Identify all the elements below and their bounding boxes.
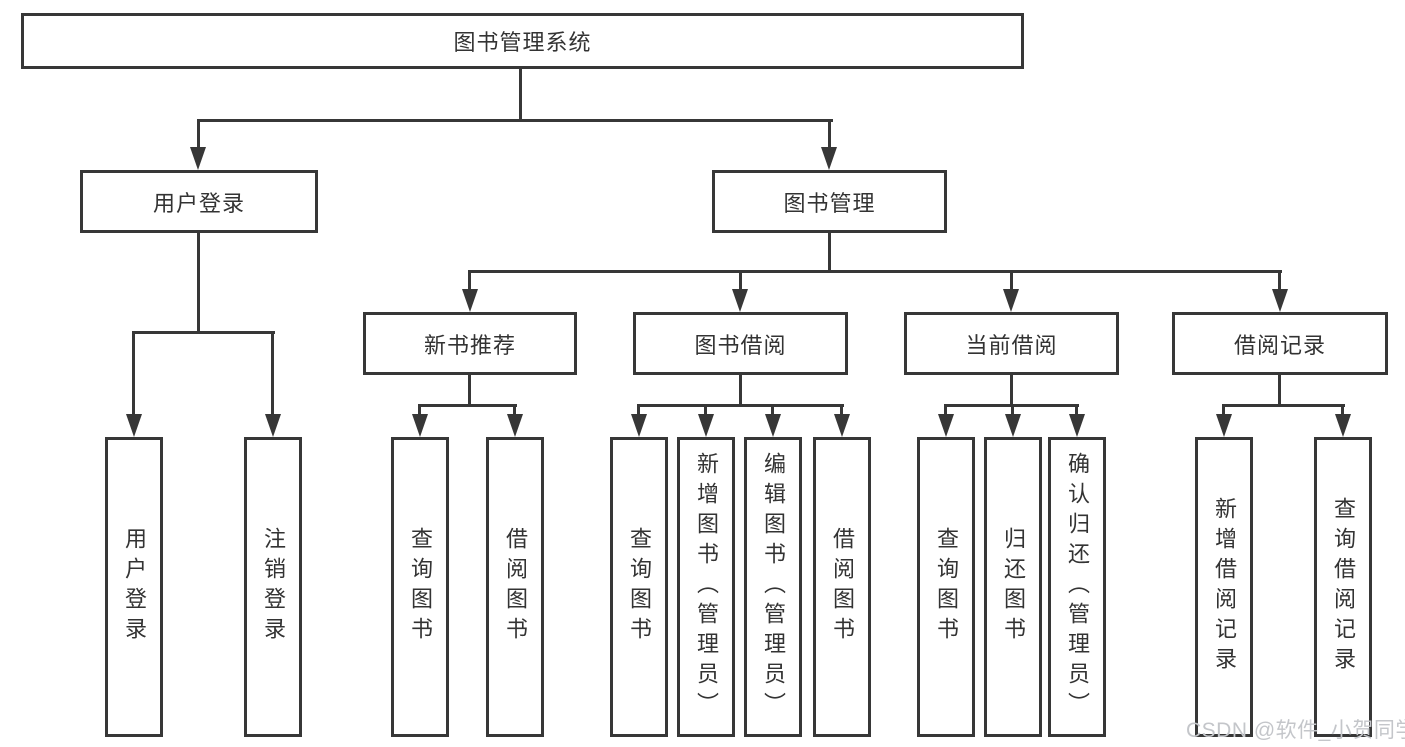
arrow-down-icon xyxy=(1335,414,1351,437)
arrow-down-icon xyxy=(462,289,478,312)
leaf-query-borrow-record: 查询借阅记录 xyxy=(1314,437,1372,737)
connector-arrow-stem xyxy=(271,331,274,415)
connector-arrow-stem xyxy=(1011,404,1014,416)
connector-arrow-stem xyxy=(1010,270,1013,291)
leaf-add-borrow-record-label: 新增借阅记录 xyxy=(1212,497,1237,677)
node-current-borrowing: 当前借阅 xyxy=(904,312,1119,375)
leaf-add-books-admin-label: 新增图书（管理员） xyxy=(694,452,719,722)
connector-arrow-stem xyxy=(944,404,947,416)
leaf-user-login-label: 用户登录 xyxy=(122,527,147,647)
connector-arrow-stem xyxy=(1278,270,1281,291)
leaf-confirm-return-admin: 确认归还（管理员） xyxy=(1048,437,1106,737)
leaf-return-books: 归还图书 xyxy=(984,437,1042,737)
connector-arrow-stem xyxy=(513,404,516,416)
connector-root-drop xyxy=(519,69,522,122)
connector-records-rail xyxy=(1222,404,1345,407)
leaf-borrow-books-recommend-label: 借阅图书 xyxy=(503,527,528,647)
leaf-borrow-books-recommend: 借阅图书 xyxy=(486,437,544,737)
node-root: 图书管理系统 xyxy=(21,13,1024,69)
arrow-down-icon xyxy=(1005,414,1021,437)
connector-currentborrow-drop xyxy=(1010,375,1013,407)
connector-arrow-stem xyxy=(840,404,843,416)
connector-newbook-rail xyxy=(418,404,517,407)
connector-arrow-stem xyxy=(418,404,421,416)
leaf-return-books-label: 归还图书 xyxy=(1001,527,1026,647)
arrow-down-icon xyxy=(265,414,281,437)
arrow-down-icon xyxy=(732,289,748,312)
arrow-down-icon xyxy=(1216,414,1232,437)
leaf-add-books-admin: 新增图书（管理员） xyxy=(677,437,735,737)
arrow-down-icon xyxy=(126,414,142,437)
connector-newbook-drop xyxy=(468,375,471,407)
connector-bookborrow-drop xyxy=(739,375,742,407)
arrow-down-icon xyxy=(1069,414,1085,437)
node-book-borrowing: 图书借阅 xyxy=(633,312,848,375)
leaf-query-books-current: 查询图书 xyxy=(917,437,975,737)
connector-userlogin-drop xyxy=(197,233,200,334)
arrow-down-icon xyxy=(412,414,428,437)
connector-level2-rail xyxy=(197,119,833,122)
leaf-query-books-current-label: 查询图书 xyxy=(934,527,959,647)
arrow-down-icon xyxy=(631,414,647,437)
node-new-book-recommendation-label: 新书推荐 xyxy=(423,332,516,358)
leaf-borrow-books: 借阅图书 xyxy=(813,437,871,737)
arrow-down-icon xyxy=(765,414,781,437)
connector-arrow-stem xyxy=(132,331,135,415)
leaf-edit-books-admin: 编辑图书（管理员） xyxy=(744,437,802,737)
arrow-down-icon xyxy=(1003,289,1019,312)
leaf-user-login: 用户登录 xyxy=(105,437,163,737)
arrow-down-icon xyxy=(507,414,523,437)
node-user-login: 用户登录 xyxy=(80,170,318,233)
arrow-down-icon xyxy=(698,414,714,437)
node-book-borrowing-label: 图书借阅 xyxy=(694,332,787,358)
leaf-query-books-recommend-label: 查询图书 xyxy=(408,527,433,647)
connector-arrow-stem xyxy=(1341,404,1344,416)
leaf-query-books-recommend: 查询图书 xyxy=(391,437,449,737)
node-book-management-label: 图书管理 xyxy=(783,190,876,216)
leaf-confirm-return-admin-label: 确认归还（管理员） xyxy=(1065,452,1090,722)
node-root-label: 图书管理系统 xyxy=(453,30,592,55)
connector-userlogin-rail xyxy=(132,331,275,334)
connector-arrow-stem xyxy=(739,270,742,291)
csdn-watermark: CSDN @软件_小贺同学 xyxy=(1186,719,1405,742)
connector-arrow-stem xyxy=(637,404,640,416)
node-borrowing-records: 借阅记录 xyxy=(1172,312,1388,375)
leaf-edit-books-admin-label: 编辑图书（管理员） xyxy=(761,452,786,722)
leaf-add-borrow-record: 新增借阅记录 xyxy=(1195,437,1253,737)
leaf-borrow-books-label: 借阅图书 xyxy=(830,527,855,647)
node-new-book-recommendation: 新书推荐 xyxy=(363,312,577,375)
node-borrowing-records-label: 借阅记录 xyxy=(1233,332,1326,358)
connector-bookborrow-rail xyxy=(637,404,844,407)
leaf-logout-label: 注销登录 xyxy=(261,527,286,647)
node-user-login-label: 用户登录 xyxy=(152,190,245,216)
connector-arrow-stem xyxy=(704,404,707,416)
leaf-query-borrow-record-label: 查询借阅记录 xyxy=(1331,497,1356,677)
connector-arrow-stem xyxy=(828,119,831,149)
arrow-down-icon xyxy=(938,414,954,437)
node-current-borrowing-label: 当前借阅 xyxy=(965,332,1058,358)
arrow-down-icon xyxy=(821,147,837,170)
connector-arrow-stem xyxy=(1222,404,1225,416)
arrow-down-icon xyxy=(1272,289,1288,312)
leaf-query-books-borrow: 查询图书 xyxy=(610,437,668,737)
leaf-query-books-borrow-label: 查询图书 xyxy=(627,527,652,647)
arrow-down-icon xyxy=(190,147,206,170)
arrow-down-icon xyxy=(834,414,850,437)
connector-records-drop xyxy=(1278,375,1281,407)
connector-bookmgmt-drop xyxy=(828,233,831,273)
connector-arrow-stem xyxy=(771,404,774,416)
connector-arrow-stem xyxy=(1075,404,1078,416)
leaf-logout: 注销登录 xyxy=(244,437,302,737)
connector-arrow-stem xyxy=(468,270,471,291)
connector-arrow-stem xyxy=(197,119,200,149)
node-book-management: 图书管理 xyxy=(712,170,947,233)
connector-level3-rail xyxy=(469,270,1282,273)
